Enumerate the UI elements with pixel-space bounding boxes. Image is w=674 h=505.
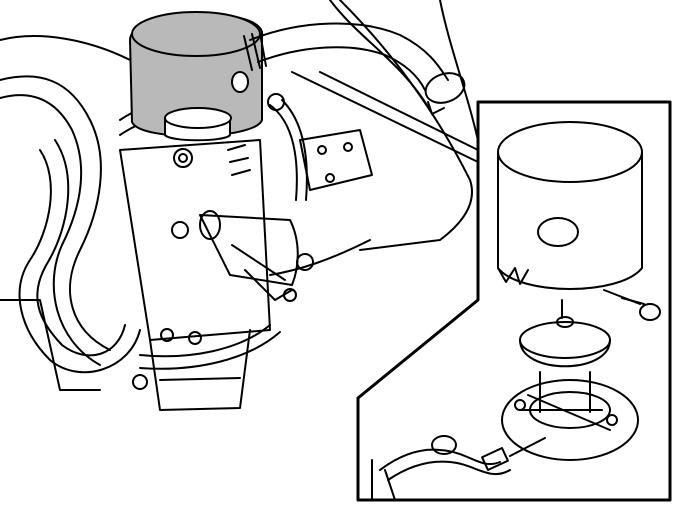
fender-edge xyxy=(339,0,473,251)
cover xyxy=(497,121,643,290)
hose-clamp xyxy=(243,32,267,71)
throttle-body xyxy=(119,139,271,411)
detail-inset xyxy=(356,100,672,502)
air-valve-body xyxy=(519,299,611,413)
bracket xyxy=(299,129,373,191)
detail-pointer xyxy=(291,71,479,163)
inset-frame xyxy=(356,100,672,502)
main-view xyxy=(0,0,481,411)
hose xyxy=(249,22,466,115)
intake-housing xyxy=(129,11,263,142)
tubes xyxy=(139,93,308,370)
idle-air-valve xyxy=(199,210,314,302)
cover-screw xyxy=(603,289,661,321)
base-plate xyxy=(501,379,639,461)
wiring-connector xyxy=(371,435,546,501)
